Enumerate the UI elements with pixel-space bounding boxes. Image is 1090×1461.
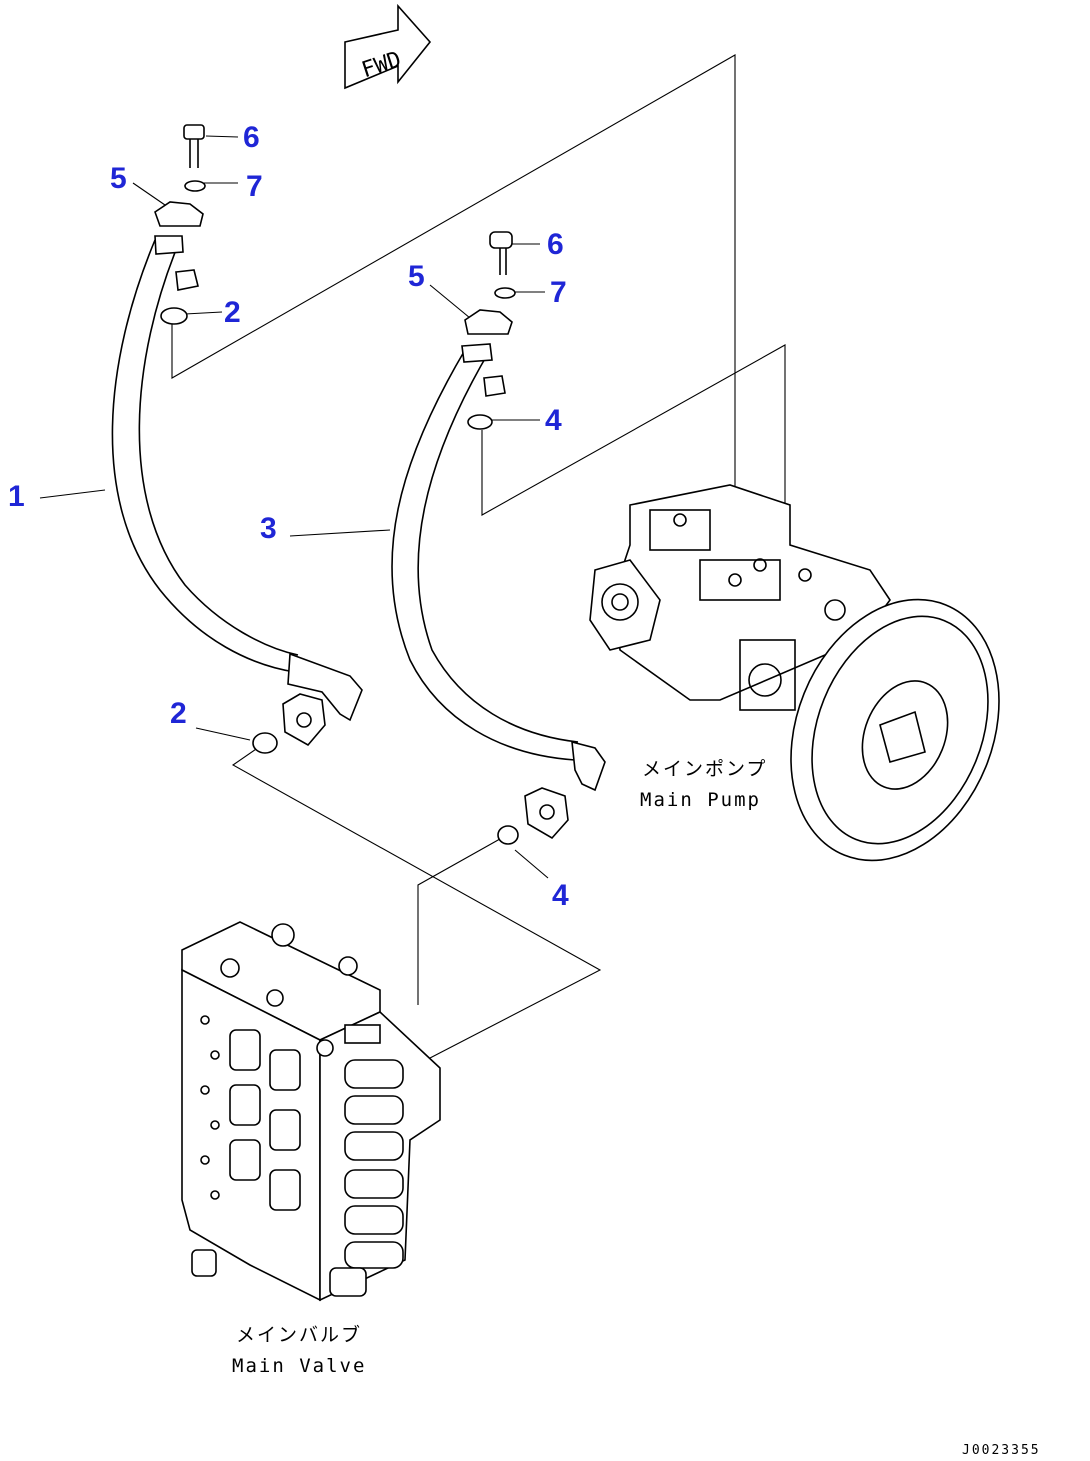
assembly-lines (171, 54, 786, 1059)
callout-numbers: 1 2 2 3 4 4 5 5 6 6 7 7 (8, 121, 569, 912)
o-ring-2-upper (160, 307, 188, 325)
drawing-code: J0023355 (962, 1443, 1041, 1458)
o-ring-2-lower (252, 732, 278, 754)
main-pump: メインポンプ Main Pump (589, 484, 1000, 862)
callout-4-upper: 4 (545, 404, 562, 437)
valve-spools (344, 1059, 404, 1269)
callout-leaders (39, 135, 549, 879)
clamp-5-right (464, 309, 513, 397)
callout-7-left: 7 (246, 170, 263, 203)
callout-4-lower: 4 (552, 879, 569, 912)
o-ring-4-upper (467, 414, 493, 430)
washer-7-left (184, 180, 206, 192)
hose-1 (111, 235, 363, 747)
valve-side-ports (200, 1015, 301, 1211)
main-valve-label-en: Main Valve (232, 1355, 366, 1377)
callout-5-left: 5 (110, 162, 127, 195)
o-ring-4-lower (497, 825, 519, 845)
washer-7-right (494, 287, 516, 299)
callout-2-upper: 2 (224, 296, 241, 329)
main-pump-label-en: Main Pump (640, 789, 761, 811)
callout-1: 1 (8, 480, 25, 513)
callout-5-right: 5 (408, 260, 425, 293)
bolt-6-left (183, 124, 205, 168)
bolt-6-right (489, 231, 513, 275)
main-valve-label-jp: メインバルブ (236, 1323, 362, 1346)
main-pump-label-jp: メインポンプ (642, 758, 767, 780)
main-valve: メインバルブ Main Valve (181, 921, 441, 1377)
callout-6-right: 6 (547, 228, 564, 261)
callout-2-lower: 2 (170, 697, 187, 730)
callout-7-right: 7 (550, 276, 567, 309)
hose-3 (391, 343, 606, 840)
fwd-arrow: FWD (344, 3, 432, 90)
callout-6-left: 6 (243, 121, 260, 154)
clamp-5-left (154, 201, 204, 291)
callout-3: 3 (260, 512, 277, 545)
